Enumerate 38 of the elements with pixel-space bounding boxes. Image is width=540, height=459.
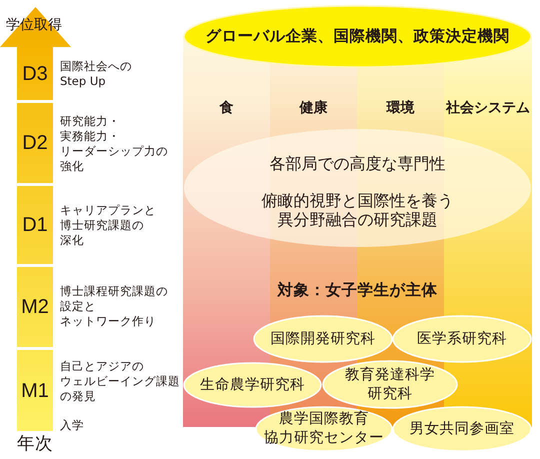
ellipse-node [392,315,532,363]
step-description: 自己とアジアのウェルビーイング課題の発見 [60,359,180,404]
axis-label: 年次 [17,433,53,455]
target-note: 対象：女子学生が主体 [276,280,438,300]
step-segment [17,186,53,264]
column-label: 健康 [298,99,328,117]
step-label: M2 [21,296,49,318]
cylinder-title: グローバル企業、国際機関、政策決定機関 [204,26,510,46]
step-label: D1 [22,214,48,236]
step-description: 国際社会へのStep Up [60,58,132,88]
ellipse-label: 男女共同参画室 [410,420,514,438]
ellipse-text: 俯瞰的視野と国際性を養う異分野融合の研究課題 [260,191,454,229]
milestone-label: 入学 [60,418,84,433]
step-label: M1 [21,380,49,402]
ellipse-node [253,315,393,363]
ellipse-label: 国際開発研究科 [270,330,376,348]
column-label: 社会システム [444,99,531,117]
ellipse-label: 医学系研究科 [417,330,507,348]
ellipse-node [255,406,393,452]
ellipse-label: 農学国際教育協力研究センター [264,410,384,448]
ellipse-text: 各部局での高度な専門性 [268,154,446,173]
step-segment [17,47,53,100]
ellipse-label: 生命農学研究科 [200,376,305,394]
ellipse-node [392,406,532,452]
step-segment [17,267,53,347]
column-label: 食 [218,99,234,117]
step-segment [17,103,53,183]
step-description: 博士課程研究課題の設定とネットワーク作り [60,284,168,328]
step-label: D3 [22,62,48,84]
ellipse-label: 教育発達科学研究科 [345,366,435,404]
ellipse-node [183,362,322,408]
column-label: 環境 [385,99,416,117]
ellipse-node [322,360,458,409]
step-description: 研究能力・実務能力・リーダーシップ力の強化 [60,114,168,174]
step-label: D2 [22,132,48,154]
step-segment [17,350,53,431]
large-ellipse [183,128,532,248]
step-description: キャリアプランと博士研究課題の深化 [60,202,156,248]
